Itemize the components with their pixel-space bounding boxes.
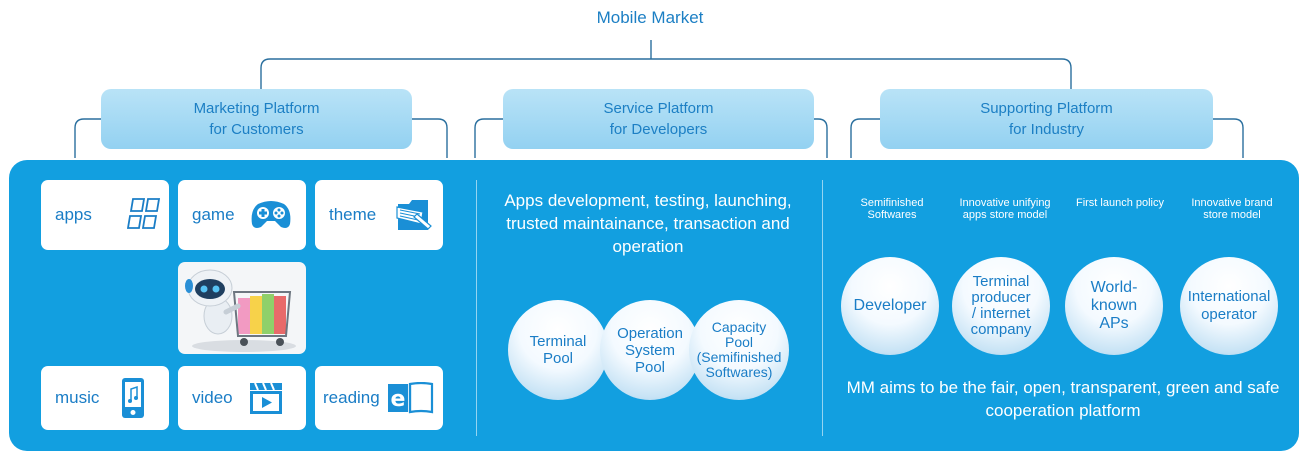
supporting-bracket [850,118,1244,158]
ebook-icon: e [388,382,434,414]
party-developer: Developer [841,257,939,355]
capacity-pool-line: (Semifinished [696,349,782,365]
supporting-platform-line1: Supporting Platform [980,100,1113,117]
operation-system-pool: Operation System Pool [600,300,700,400]
terminal-producer-line: Terminal [972,273,1030,290]
terminal-pool-line: Terminal [529,333,587,350]
party-world-known-aps: World- known APs [1065,257,1163,355]
marketing-bracket [74,118,448,158]
supporting-platform-pill: Supporting Platform for Industry [880,89,1213,149]
tile-music-label: music [55,388,100,407]
tile-video[interactable]: video [178,366,306,430]
terminal-pool: Terminal Pool [508,300,608,400]
tile-reading[interactable]: reading e [315,366,443,430]
marketing-platform-line2: for Customers [209,121,304,138]
supporting-platform-line2: for Industry [1008,121,1085,138]
service-description: Apps development, testing, launching, tr… [504,191,792,256]
capacity-pool: Capacity Pool (Semifinished Softwares) [689,300,789,400]
world-known-aps-line: World- [1090,279,1138,296]
operation-system-pool-line: Operation [617,324,683,342]
tile-theme-label: theme [329,205,377,224]
diagram-title: Mobile Market [596,8,704,27]
world-known-aps-line: APs [1099,315,1129,332]
tile-reading-label: reading [323,388,380,407]
music-player-icon [122,378,144,418]
service-platform-line2: for Developers [609,121,708,138]
terminal-producer-line: producer [971,289,1031,306]
svg-text:e: e [391,387,406,412]
tile-video-label: video [192,388,233,407]
tile-game[interactable]: game [178,180,306,250]
terminal-producer-line: / internet [971,305,1031,322]
label-first-launch-policy: First launch policy [1075,197,1165,209]
panel-divider-left [476,180,477,436]
operation-system-pool-line: Pool [634,358,666,376]
party-terminal-producer: Terminal producer / internet company [952,257,1050,355]
service-bracket [474,118,828,158]
terminal-producer-line: company [970,321,1032,338]
tile-theme[interactable]: theme [315,180,443,250]
tile-music[interactable]: music [41,366,169,430]
tile-apps-label: apps [55,205,92,224]
world-known-aps-line: known [1090,297,1138,314]
tile-game-label: game [192,205,235,224]
international-operator-line: International [1187,288,1271,305]
tile-apps[interactable]: apps [41,180,169,250]
international-operator-line: operator [1201,306,1257,323]
apps-grid-icon [127,198,161,229]
capacity-pool-line: Softwares) [705,364,773,380]
operation-system-pool-line: System [624,341,675,359]
mm-mission-statement: MM aims to be the fair, open, transparen… [846,378,1280,420]
capacity-pool-line: Pool [724,334,754,350]
robot-mascot-image [178,262,306,354]
service-platform-pill: Service Platform for Developers [503,89,814,149]
service-platform-line1: Service Platform [603,100,714,117]
marketing-platform-line1: Marketing Platform [193,100,320,117]
party-international-operator: International operator [1180,257,1278,355]
marketing-platform-pill: Marketing Platform for Customers [101,89,412,149]
developer-line: Developer [853,297,927,314]
capacity-pool-line: Capacity [711,319,767,335]
shopping-cart-icon [232,291,292,346]
video-clapper-icon [250,382,282,414]
top-bracket [260,58,1072,89]
gamepad-icon [251,201,291,228]
panel-divider-right [822,180,823,436]
terminal-pool-line: Pool [542,350,574,367]
theme-folder-icon [396,200,432,230]
